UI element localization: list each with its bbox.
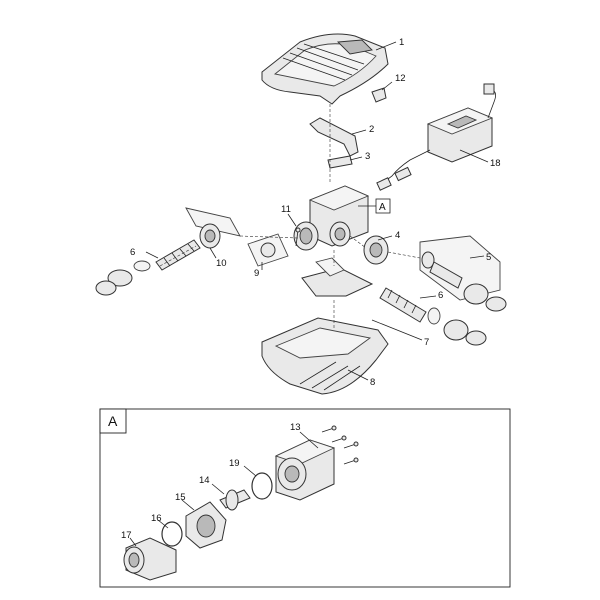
part-rotor-14 [219, 489, 251, 511]
part-hose-adapter-right-bottom [379, 287, 487, 346]
callout-2: 2 [369, 124, 374, 135]
part-base-mount [301, 257, 374, 297]
part-top-cover [261, 33, 389, 105]
callout-17: 17 [121, 530, 132, 541]
part-flange-15 [185, 501, 227, 549]
callout-9: 9 [254, 268, 259, 279]
part-clip-12 [371, 87, 387, 103]
callout-3: 3 [365, 151, 370, 162]
callout-15: 15 [175, 492, 186, 503]
part-lower-housing [261, 317, 389, 395]
detail-box-label-frame [99, 408, 127, 434]
assembly-line-left [159, 235, 299, 267]
part-pump-body [293, 185, 370, 251]
part-screws-13 [321, 425, 359, 465]
part-gasket-9 [247, 233, 289, 267]
callout-10: 10 [216, 258, 227, 269]
part-nozzle-17 [123, 537, 177, 581]
detail-marker-box [375, 198, 391, 214]
part-bracket [309, 117, 359, 157]
part-transformer [376, 83, 496, 191]
callout-14: 14 [199, 475, 210, 486]
part-plate [327, 155, 353, 169]
callout-7: 7 [424, 337, 429, 348]
part-motor-13 [274, 439, 336, 501]
callout-4: 4 [395, 230, 400, 241]
callout-6-left: 6 [130, 247, 135, 258]
assembly-line-right [349, 235, 421, 259]
part-connector-10 [185, 207, 241, 249]
callout-6-right: 6 [438, 290, 443, 301]
callout-13: 13 [290, 422, 301, 433]
part-oring-16 [161, 521, 183, 547]
part-hose-adapter-right-top [419, 235, 507, 312]
callout-8: 8 [370, 377, 375, 388]
assembly-line-vertical [329, 104, 335, 330]
detail-box-label: A [108, 413, 118, 429]
callout-12: 12 [395, 73, 406, 84]
part-oring-19 [251, 472, 273, 500]
callout-1: 1 [399, 37, 404, 48]
callout-19: 19 [229, 458, 240, 469]
detail-marker-label: A [379, 202, 386, 213]
callout-5: 5 [486, 252, 491, 263]
callout-16: 16 [151, 513, 162, 524]
callout-11: 11 [281, 204, 291, 215]
callout-18: 18 [490, 158, 501, 169]
part-hose-adapter-left [95, 239, 201, 296]
part-nut-4 [363, 235, 389, 265]
